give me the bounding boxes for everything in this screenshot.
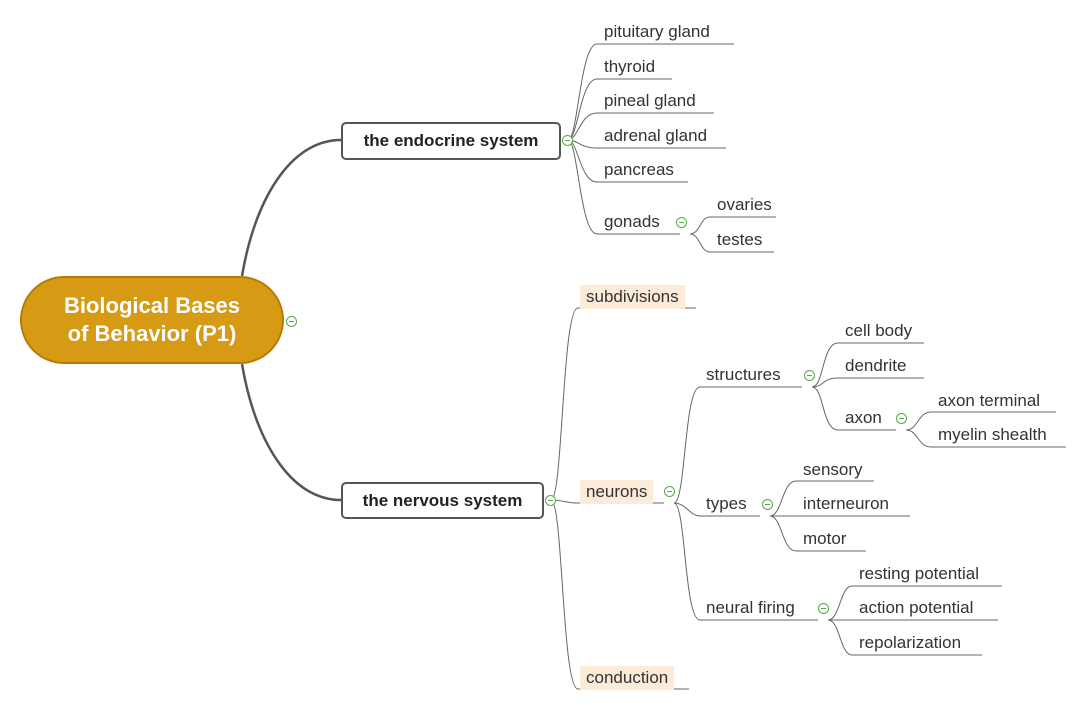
topic-thyroid[interactable]: thyroid (604, 57, 656, 76)
topic-action-potential[interactable]: action potential (859, 598, 974, 617)
topic-ovaries[interactable]: ovaries (717, 195, 772, 214)
root-topic[interactable]: Biological Bases of Behavior (P1) (20, 276, 284, 364)
topic-gonads[interactable]: gonads (604, 212, 660, 231)
topic-dendrite[interactable]: dendrite (845, 356, 907, 375)
topic-nervous-label: the nervous system (362, 490, 523, 510)
collapse-icon[interactable] (664, 486, 675, 497)
topic-sensory[interactable]: sensory (803, 460, 863, 479)
topic-axon[interactable]: axon (845, 408, 882, 427)
root-title-line1: Biological Bases (63, 293, 241, 318)
collapse-icon[interactable] (896, 413, 907, 424)
topic-repolarization[interactable]: repolarization (859, 633, 962, 652)
collapse-icon[interactable] (562, 135, 573, 146)
topic-motor[interactable]: motor (803, 529, 847, 548)
topic-interneuron[interactable]: interneuron (803, 494, 890, 513)
topic-myelin-shealth[interactable]: myelin shealth (938, 425, 1047, 444)
topic-neurons[interactable]: neurons (580, 480, 654, 504)
topic-endocrine-system[interactable]: the endocrine system (341, 122, 561, 160)
topic-conduction[interactable]: conduction (580, 666, 675, 690)
topic-resting-potential[interactable]: resting potential (859, 564, 980, 583)
collapse-icon[interactable] (818, 603, 829, 614)
topic-subdivisions[interactable]: subdivisions (580, 285, 685, 309)
topic-structures[interactable]: structures (706, 365, 781, 384)
collapse-icon[interactable] (762, 499, 773, 510)
topic-types[interactable]: types (706, 494, 747, 513)
topic-neural-firing[interactable]: neural firing (706, 598, 795, 617)
topic-cell-body[interactable]: cell body (845, 321, 913, 340)
collapse-icon[interactable] (286, 316, 297, 327)
topic-testes[interactable]: testes (717, 230, 763, 249)
collapse-icon[interactable] (804, 370, 815, 381)
root-title-line2: of Behavior (P1) (67, 321, 237, 346)
topic-pituitary-gland[interactable]: pituitary gland (604, 22, 710, 41)
topic-nervous-system[interactable]: the nervous system (341, 482, 544, 519)
topic-adrenal-gland[interactable]: adrenal gland (604, 126, 708, 145)
collapse-icon[interactable] (676, 217, 687, 228)
topic-endocrine-label: the endocrine system (363, 131, 539, 150)
collapse-icon[interactable] (545, 495, 556, 506)
topic-axon-terminal[interactable]: axon terminal (938, 391, 1041, 410)
topic-pancreas[interactable]: pancreas (604, 160, 674, 179)
topic-pineal-gland[interactable]: pineal gland (604, 91, 696, 110)
